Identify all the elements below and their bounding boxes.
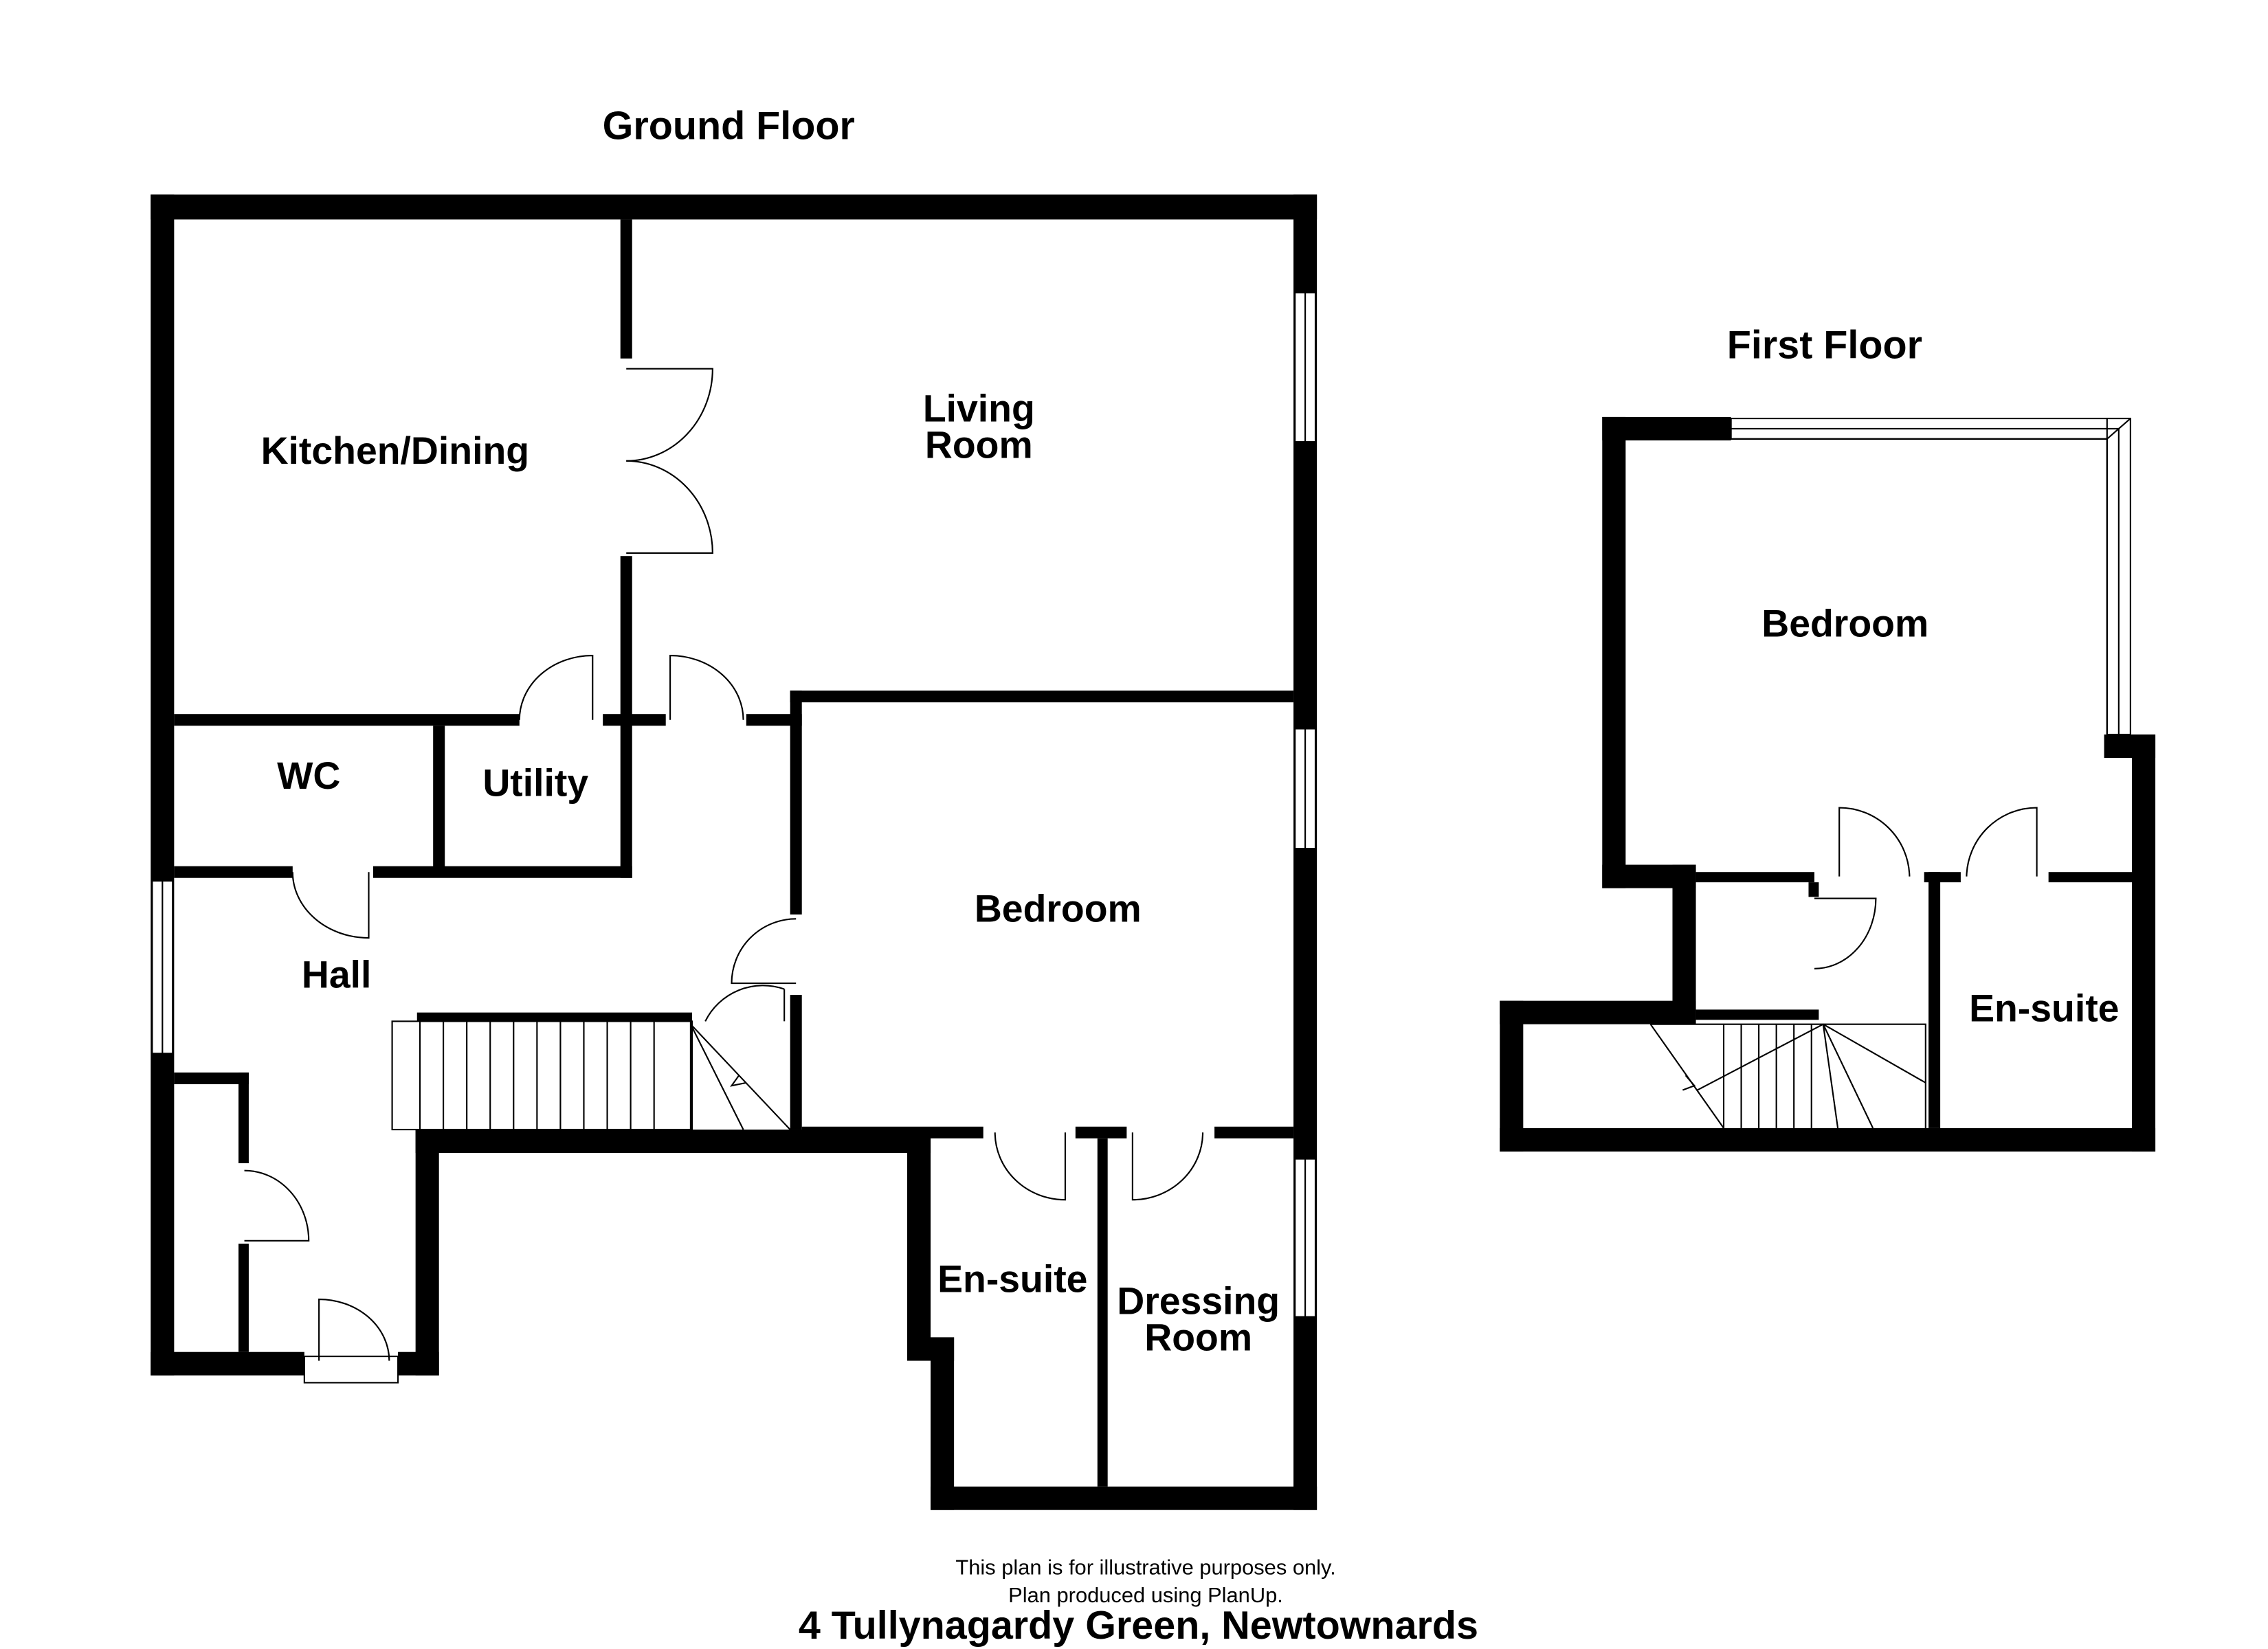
- ground-floor-windows: [151, 291, 1317, 1384]
- ground-floor-stairs: [391, 1020, 791, 1131]
- room-label-bedroom: Bedroom: [975, 888, 1142, 930]
- first-floor-title: First Floor: [1727, 324, 1922, 368]
- room-label-wc: WC: [277, 754, 340, 797]
- room-label-hall: Hall: [302, 953, 372, 996]
- room-label-dressing-room-2: Room: [1144, 1316, 1252, 1359]
- ground-floor-doors: [244, 368, 1204, 1361]
- first-floor-doors: [1814, 807, 2038, 969]
- room-label-first-en-suite: En-suite: [1969, 987, 2119, 1029]
- room-label-dressing-room: Dressing: [1117, 1279, 1280, 1322]
- ground-floor-walls: [151, 194, 1318, 1510]
- room-label-en-suite: En-suite: [937, 1257, 1087, 1300]
- room-label-living-room-2: Room: [925, 424, 1033, 467]
- first-floor-walls: [1500, 416, 2156, 1152]
- property-address: 4 Tullynagardy Green, Newtownards: [799, 1604, 1478, 1648]
- first-floor-stairs: [1649, 1023, 1926, 1129]
- first-floor-glazing: [1730, 417, 2131, 736]
- ground-floor-title: Ground Floor: [603, 104, 855, 148]
- disclaimer-line-2: Plan produced using PlanUp.: [1008, 1583, 1283, 1607]
- room-label-kitchen-dining: Kitchen/Dining: [261, 429, 530, 472]
- room-label-utility: Utility: [482, 761, 588, 804]
- room-label-living-room: Living: [923, 387, 1035, 429]
- disclaimer-line-1: This plan is for illustrative purposes o…: [955, 1555, 1335, 1579]
- room-label-first-bedroom: Bedroom: [1761, 602, 1928, 644]
